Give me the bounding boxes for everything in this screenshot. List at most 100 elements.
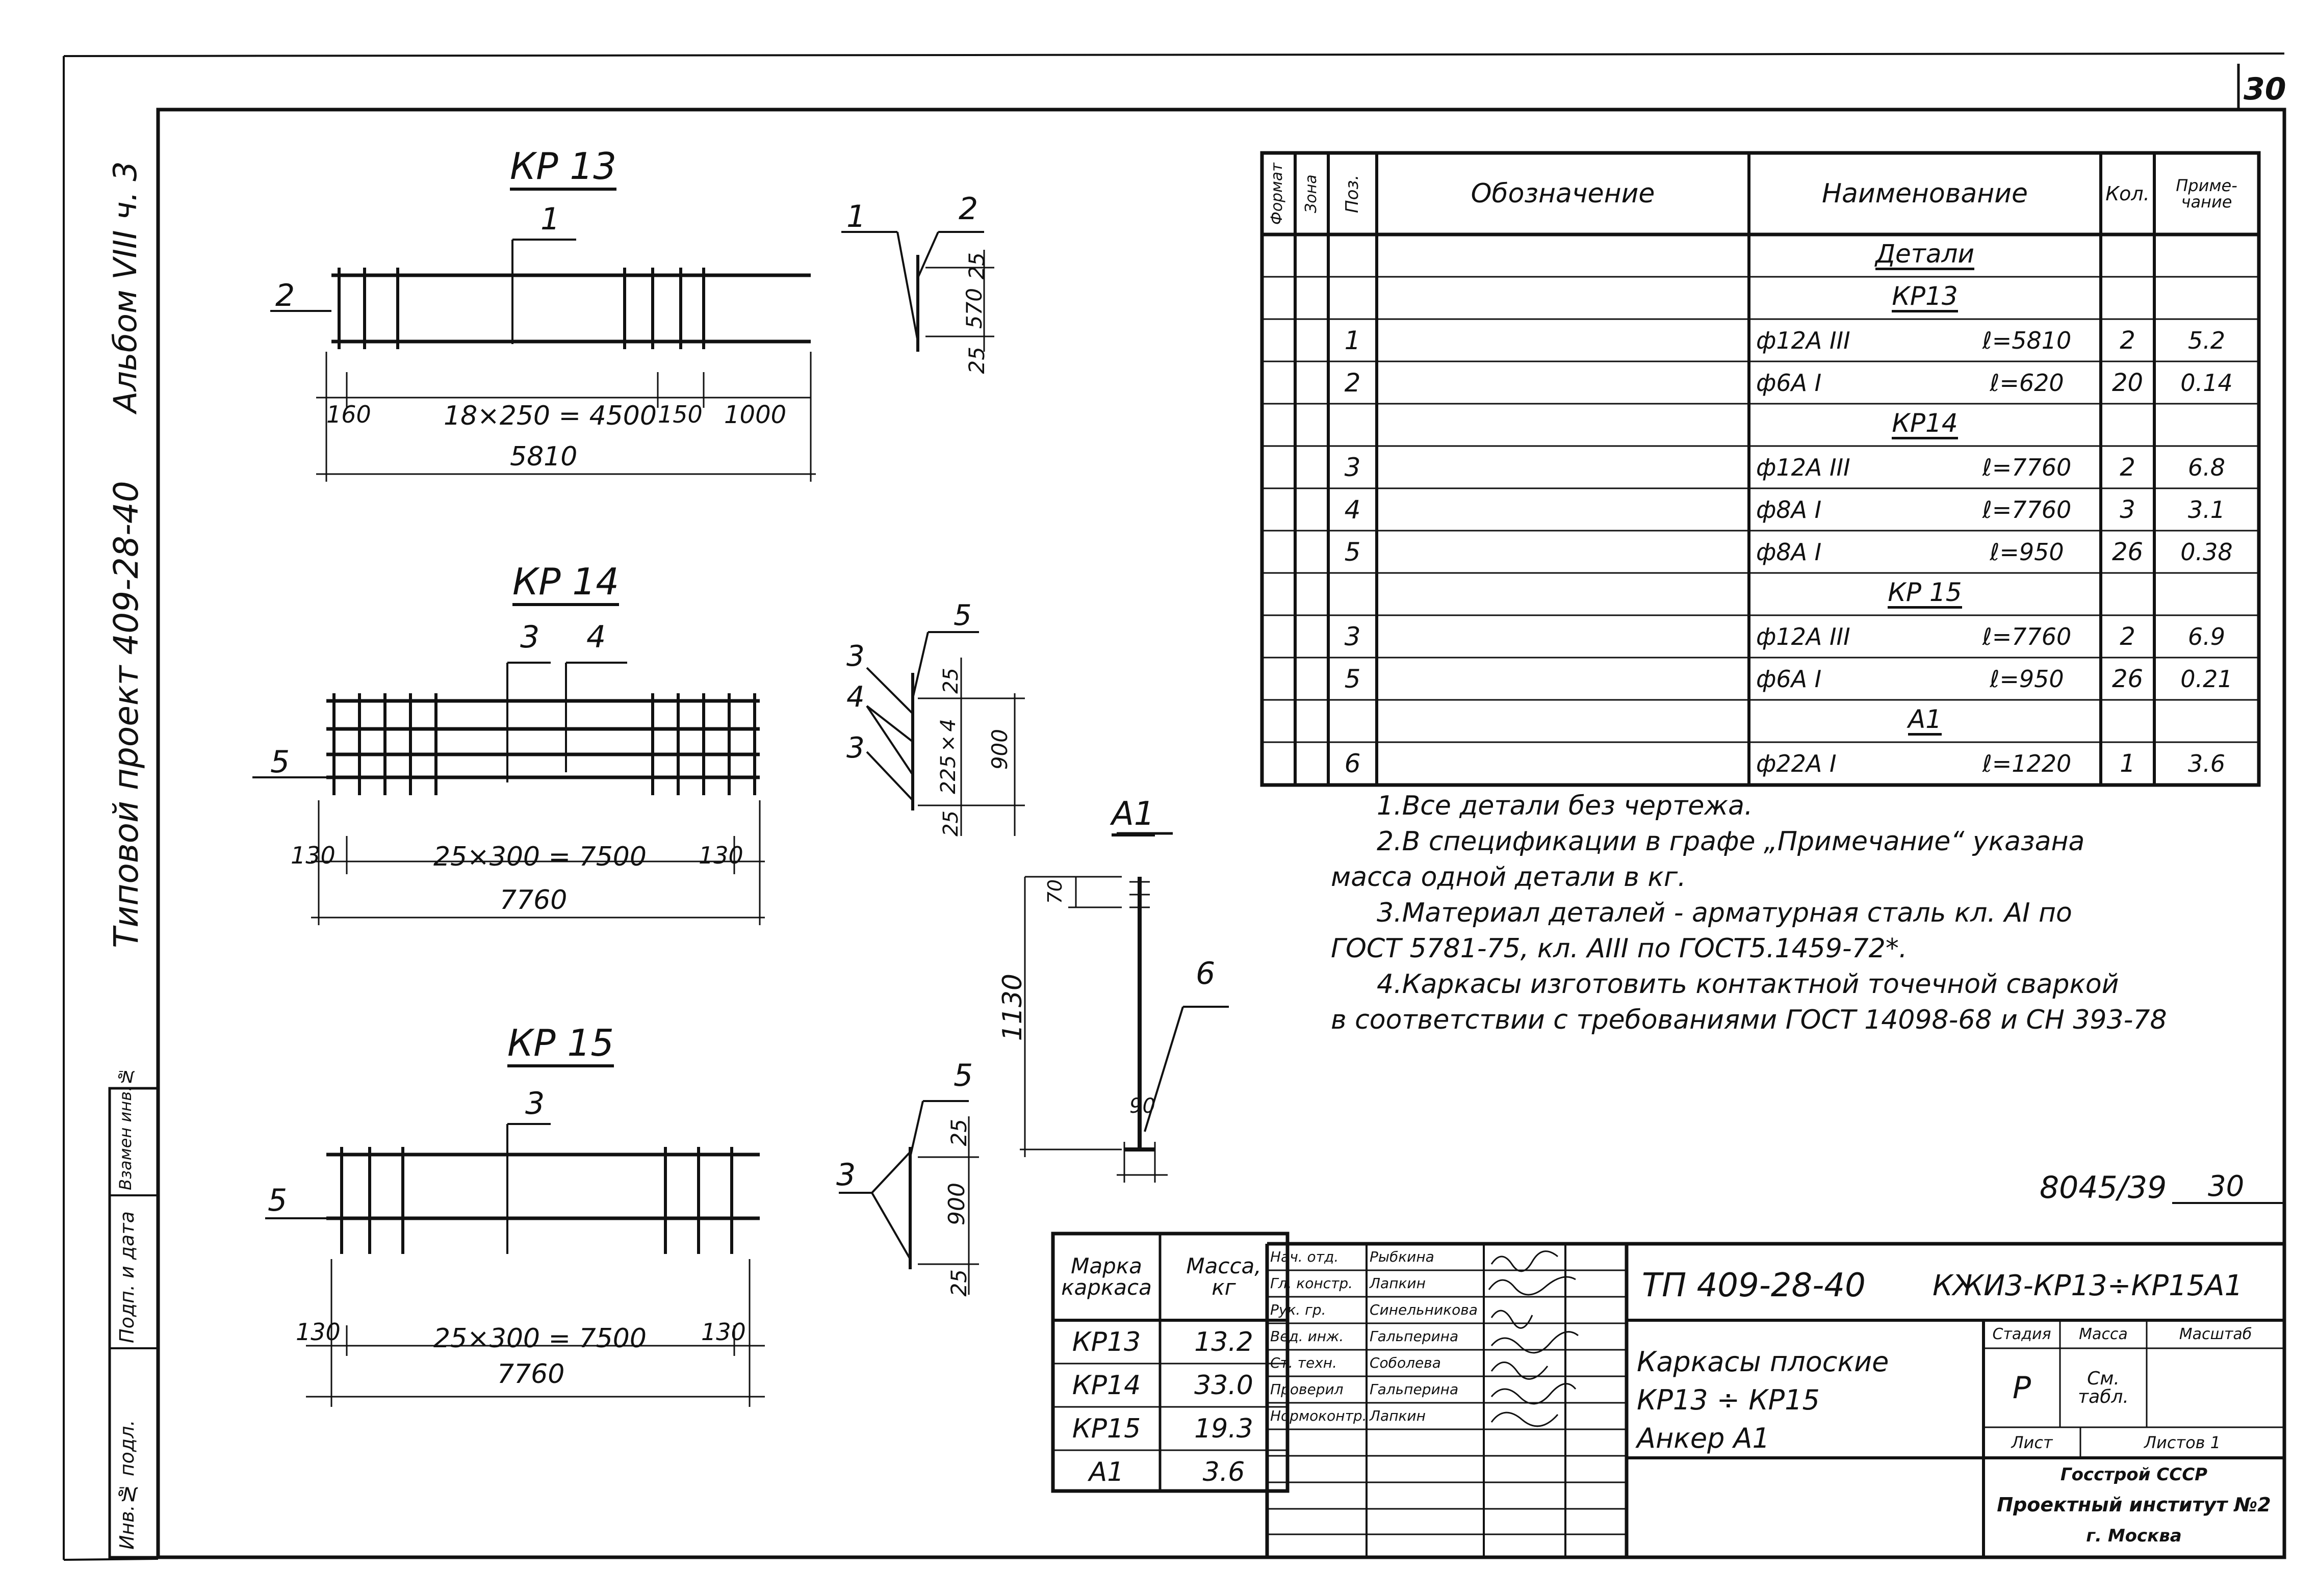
spec-row-bar: ф12А III [1756, 622, 1850, 650]
spec-section-title: КР14 [1749, 404, 2101, 446]
spec-row-length: ℓ=5810 [1982, 326, 2072, 354]
signature-role: Ст. техн. [1270, 1354, 1337, 1371]
note-2-cont: масса одной детали в кг. [1331, 862, 1686, 893]
spec-row-length: ℓ=7760 [1982, 495, 2072, 524]
signature-name: Лапкин [1370, 1407, 1426, 1424]
kp15-pos-3: 3 [525, 1086, 545, 1121]
kp14-title: КР 14 [512, 563, 620, 606]
spec-row-note: 3.1 [2187, 495, 2226, 524]
kp13-pos-1: 1 [540, 201, 560, 237]
kp13-pos-2: 2 [275, 278, 295, 313]
mass-label: Масса [2079, 1325, 2128, 1343]
left-strip [108, 1087, 160, 1559]
kp15-dim-130b: 130 [701, 1318, 746, 1346]
org-line-1: Госстрой СССР [2060, 1464, 2208, 1485]
spec-row-length: ℓ=620 [1990, 369, 2064, 397]
kp13-section [841, 231, 994, 352]
kp14-total: 7760 [500, 885, 568, 915]
spec-row-qty: 20 [2111, 368, 2144, 397]
note-3: 3.Материал деталей - арматурная сталь кл… [1377, 898, 2072, 928]
left-strip-replacement: Взамен инв.№ [116, 1066, 135, 1190]
spec-row-qty: 2 [2120, 326, 2135, 355]
kp14-pos-4: 4 [586, 619, 606, 655]
kp14-section [866, 631, 1025, 836]
kp13-dim-150: 150 [658, 401, 703, 428]
spec-row-note: 0.38 [2180, 538, 2233, 566]
kp14-section-dim-25a: 25 [939, 668, 963, 694]
kp15-section-dim-25a: 25 [946, 1119, 971, 1146]
kp13-total: 5810 [510, 441, 578, 472]
spec-row-note: 0.21 [2180, 665, 2233, 693]
spec-header-qty: Кол. [2105, 182, 2150, 205]
kp15-dim-span: 25×300 = 7500 [433, 1323, 647, 1354]
spec-row-length: ℓ=7760 [1982, 622, 2072, 650]
a1-pos-6: 6 [1196, 956, 1216, 991]
spec-row-qty: 26 [2111, 664, 2144, 693]
spec-row-qty: 3 [2120, 495, 2135, 524]
note-1: 1.Все детали без чертежа. [1377, 791, 1753, 821]
spec-row-qty: 26 [2111, 537, 2144, 566]
kp14-pos-5: 5 [270, 744, 290, 780]
note-2: 2.В спецификации в графе „Примечание“ ук… [1377, 826, 2085, 857]
spec-header-designation: Обозначение [1471, 178, 1655, 209]
kp15-dim-130a: 130 [296, 1318, 341, 1346]
a1-dim-1130: 1130 [997, 974, 1028, 1041]
spec-row-qty: 2 [2120, 622, 2135, 651]
spec-row-pos: 4 [1344, 494, 1361, 525]
left-strip-inv: Инв.№ подл. [116, 1420, 138, 1550]
kp15-section-dim-900: 900 [944, 1183, 970, 1225]
stage-value: Р [2012, 1370, 2031, 1406]
spec-row-length: ℓ=950 [1990, 538, 2064, 566]
spec-row-bar: ф12А III [1756, 453, 1850, 481]
mass-table-grid [1051, 1232, 1290, 1493]
kp15-total: 7760 [497, 1359, 565, 1390]
kp15-section [839, 1100, 979, 1295]
spec-row-qty: 2 [2120, 453, 2135, 482]
spec-row-qty: 1 [2120, 749, 2135, 778]
kp15-section-pos-3: 3 [836, 1157, 856, 1193]
description-line-3: Анкер А1 [1637, 1422, 1770, 1454]
org-line-3: г. Москва [2086, 1525, 2182, 1546]
mass-value: См. табл. [2078, 1368, 2129, 1407]
drawing-code: КЖИ3-КР13÷КР15А1 [1933, 1269, 2243, 1302]
kp14-drawing [252, 662, 765, 925]
a1-anchor-drawing [1020, 832, 1229, 1183]
side-project-title: Типовой проект 409-28-40 [107, 481, 146, 948]
stage-label: Стадия [1992, 1325, 2051, 1343]
spec-row-bar: ф6А I [1756, 665, 1822, 693]
spec-row-pos: 3 [1344, 621, 1361, 651]
spec-row-note: 0.14 [2180, 369, 2233, 397]
spec-row-bar: ф22А I [1756, 749, 1837, 777]
spec-row-note: 5.2 [2187, 326, 2226, 354]
org-line-2: Проектный институт №2 [1997, 1494, 2271, 1516]
sheet-label: Лист [2011, 1433, 2053, 1452]
kp14-section-dim-225x4: 225×4 [937, 719, 960, 794]
kp13-dim-1000: 1000 [724, 401, 787, 429]
kp14-section-pos-3a: 3 [846, 640, 865, 673]
spec-row-pos: 5 [1344, 664, 1361, 694]
spec-header-name: Наименование [1821, 178, 2028, 209]
a1-dim-90: 90 [1129, 1094, 1155, 1118]
side-album-title: Альбом VIII ч. 3 [107, 161, 144, 413]
kp13-section-pos-2: 2 [959, 191, 978, 227]
spec-row-note: 6.9 [2187, 622, 2226, 650]
kp14-dim-130b: 130 [699, 842, 743, 869]
description-line-1: Каркасы плоские [1637, 1346, 1889, 1378]
spec-section-title: А1 [1749, 700, 2101, 742]
signature-role: Гл. констр. [1270, 1275, 1353, 1292]
description-line-2: КР13 ÷ КР15 [1637, 1384, 1820, 1416]
spec-row-bar: ф6А I [1756, 369, 1822, 397]
kp15-title: КР 15 [507, 1025, 614, 1067]
spec-section-title: КР 15 [1749, 573, 2101, 615]
sheets-count: Листов 1 [2144, 1433, 2221, 1452]
spec-table-grid [1260, 151, 2261, 787]
spec-row-bar: ф8А I [1756, 538, 1822, 566]
spec-row-pos: 2 [1344, 368, 1361, 398]
spec-row-note: 6.8 [2187, 453, 2226, 481]
kp14-section-pos-5: 5 [954, 599, 972, 632]
signature-name: Синельникова [1370, 1301, 1478, 1318]
spec-header-format: Формат [1268, 163, 1286, 225]
signature-role: Вед. инж. [1270, 1328, 1344, 1345]
mass-row-mass: 19.3 [1194, 1413, 1253, 1444]
